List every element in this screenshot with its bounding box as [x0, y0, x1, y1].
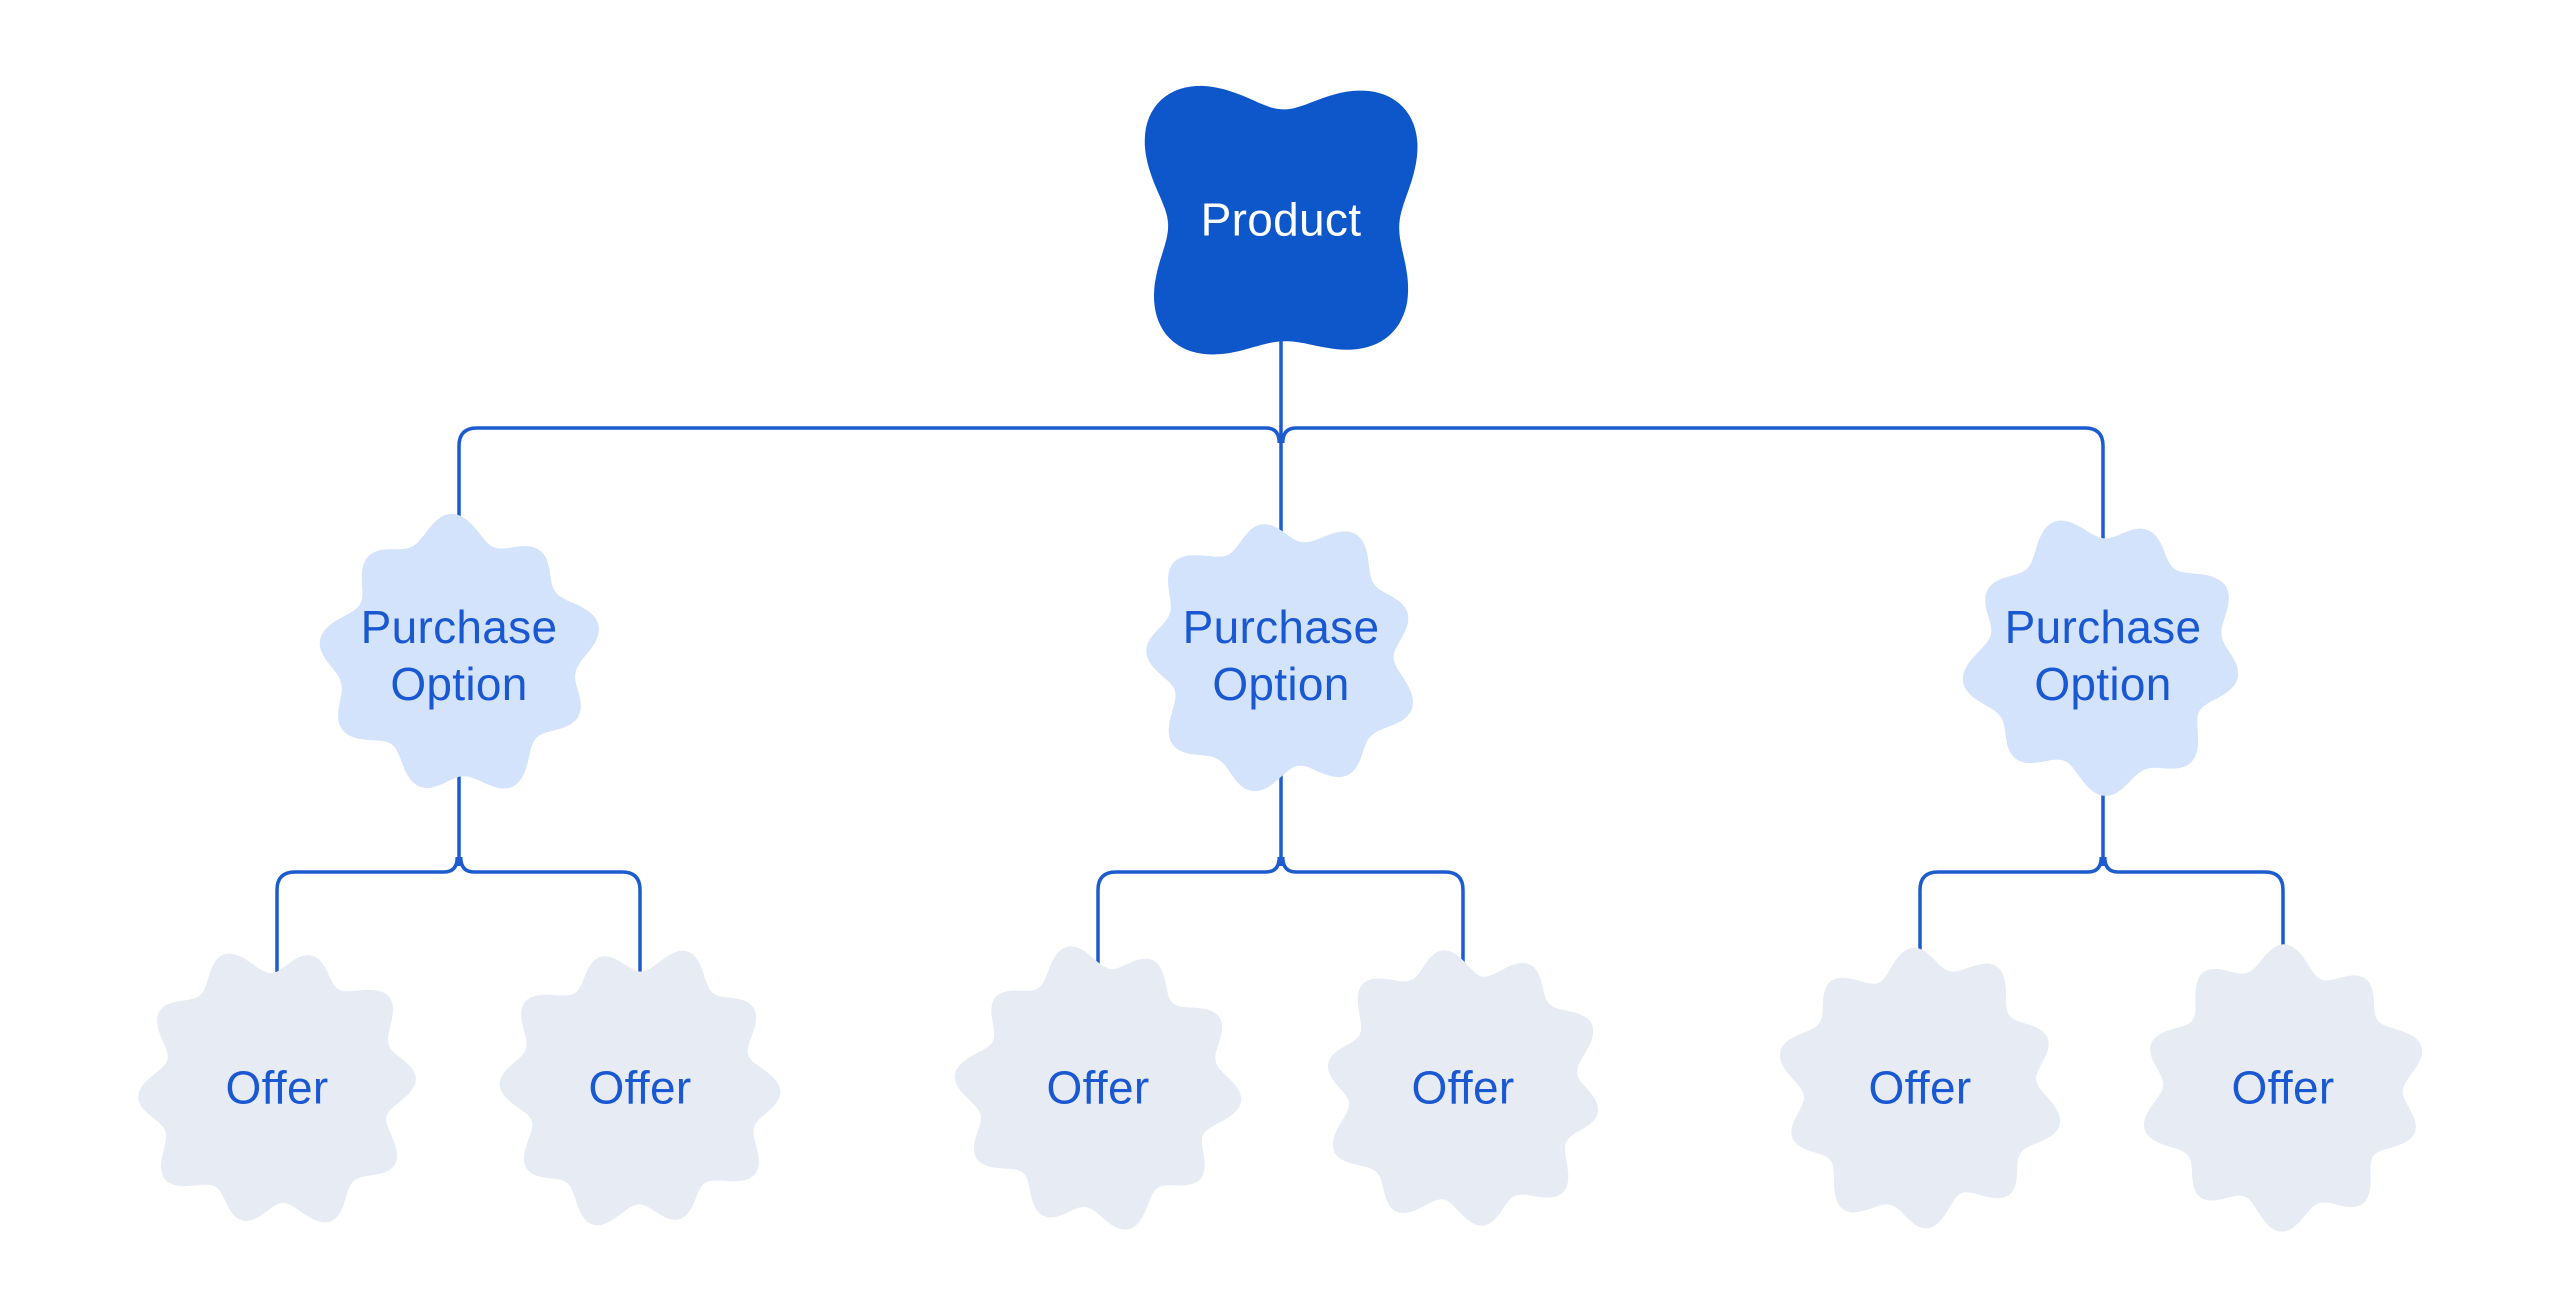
offer-label: Offer: [225, 1061, 329, 1114]
purchase-option-label-line2: Option: [390, 658, 528, 710]
purchase-option-label-line2: Option: [2034, 658, 2172, 710]
purchase-option-label-line1: Purchase: [2004, 601, 2202, 653]
offer-label: Offer: [2231, 1061, 2335, 1114]
product-blob-shape: [1144, 85, 1418, 355]
purchase-option-label: Purchase Option: [1183, 599, 1380, 713]
purchase-option-blob-shape: [1146, 524, 1413, 792]
purchase-option-label: Purchase Option: [2005, 599, 2202, 713]
purchase-option-blob-shape: [319, 513, 599, 789]
offer-label: Offer: [1868, 1061, 1972, 1114]
purchase-option-label-line1: Purchase: [360, 601, 558, 653]
purchase-option-label: Purchase Option: [361, 599, 558, 713]
offer-blob-shape: [1779, 947, 2061, 1229]
offer-blob-shape: [499, 950, 781, 1226]
offer-blob-shape: [1327, 950, 1599, 1226]
connector-path: [1281, 856, 1465, 978]
connector-path: [2103, 856, 2285, 978]
purchase-option-label-line1: Purchase: [1182, 601, 1380, 653]
offer-blob-shape: [954, 946, 1242, 1230]
purchase-option-blob-shape: [1962, 520, 2239, 796]
offer-label: Offer: [1046, 1061, 1150, 1114]
offer-label: Offer: [588, 1061, 692, 1114]
offer-blob-shape: [138, 953, 416, 1223]
connector-path: [1096, 856, 1281, 978]
offer-blob-shape: [2143, 944, 2423, 1232]
connector-path: [457, 426, 1281, 548]
connector-path: [459, 856, 642, 978]
connector-path: [275, 856, 459, 978]
connector-path: [1918, 856, 2103, 978]
offer-label: Offer: [1411, 1061, 1515, 1114]
purchase-option-label-line2: Option: [1212, 658, 1350, 710]
connector-path: [1281, 426, 2105, 548]
product-label: Product: [1200, 193, 1362, 246]
